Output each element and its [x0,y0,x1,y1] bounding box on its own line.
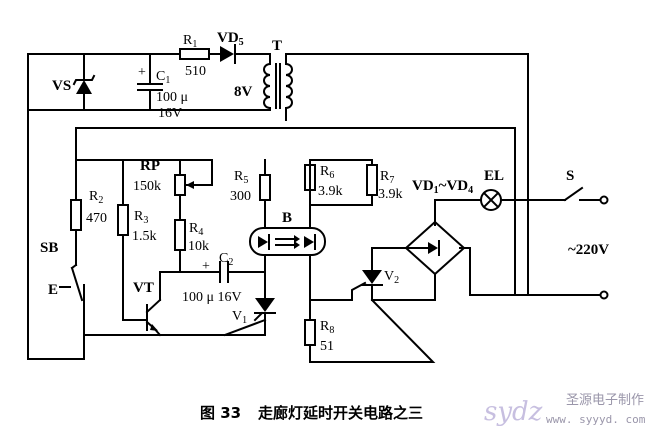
label-r8: R8 [320,319,334,336]
transformer-t [263,53,529,296]
r1-resistor [179,48,210,60]
s-switch[interactable] [563,186,584,202]
label-vs: VS [52,78,71,94]
watermark-url: www. syyyd. com [546,413,646,426]
r2-resistor [70,199,82,231]
label-r3: R3 [134,209,148,226]
c2-capacitor [219,261,229,283]
r3-resistor [117,204,129,236]
r4-resistor [174,219,186,251]
rail-wiring [75,127,516,337]
label-b: B [282,210,292,226]
watermark: sydz 圣源电子制作 www. syyyd. com [484,393,646,427]
label-s: S [566,168,574,184]
label-el: EL [484,168,504,184]
r8-resistor [304,319,316,346]
top-supply-wiring [27,53,271,360]
label-r6: R6 [320,164,334,181]
c1-capacitor [137,83,163,91]
label-c1-capacitance: 100 μ [156,90,188,105]
label-r1: R1 [183,33,197,50]
label-rp-value: 150k [133,179,161,194]
vd5-diode [220,44,236,64]
label-c1-voltage: 16V [158,106,182,121]
label-r1-value: 510 [185,64,206,79]
label-rp: RP [140,158,160,174]
label-r5-value: 300 [230,189,251,204]
r5-resistor [259,174,271,201]
v1-thyristor [253,298,276,323]
r6-resistor [304,164,316,191]
label-r5: R5 [234,169,248,186]
label-c2-plus: + [202,259,210,274]
rp-potentiometer[interactable] [174,174,186,196]
label-t: T [272,38,282,54]
v2-thyristor [361,270,383,296]
watermark-logo: sydz [484,397,543,427]
label-r2-value: 470 [86,211,107,226]
label-r7-value: 3.9k [378,187,403,202]
figure-title: 走廊灯延时开关电路之三 [258,404,423,422]
rp-wiper-arrow [186,181,194,189]
label-vt: VT [133,280,154,296]
label-r8-value: 51 [320,339,334,354]
vt-transistor [145,298,162,332]
label-c1-plus: + [138,65,146,80]
label-c2: C2 [219,251,233,268]
label-vd1-vd4: VD1~VD4 [412,178,473,196]
vs-zener [72,74,96,94]
watermark-name: 圣源电子制作 [566,393,644,408]
figure-number: 图 33 [200,404,241,422]
bridge-rectifier-vd1-vd4 [371,220,466,301]
optocoupler-b [249,227,326,256]
mains-terminal-bottom [599,290,609,300]
label-v1: V1 [232,309,247,326]
label-r4: R4 [189,221,203,238]
label-r3-value: 1.5k [132,229,157,244]
label-vd5: VD5 [217,30,244,48]
sb-switch[interactable] [59,263,84,302]
label-mains: ~220V [568,242,609,258]
mains-terminal-top [599,195,609,205]
label-c1: C1 [156,69,170,86]
right-wiring [309,159,601,363]
label-e: E [48,282,58,298]
label-r2: R2 [89,189,103,206]
el-lamp [480,189,502,211]
label-r6-value: 3.9k [318,184,343,199]
r7-resistor [366,164,378,196]
label-v2: V2 [384,269,399,286]
label-r7: R7 [380,169,394,186]
label-sb: SB [40,240,58,256]
label-r4-value: 10k [188,239,209,254]
label-c2-value: 100 μ 16V [182,290,242,305]
label-t-voltage: 8V [234,84,253,100]
